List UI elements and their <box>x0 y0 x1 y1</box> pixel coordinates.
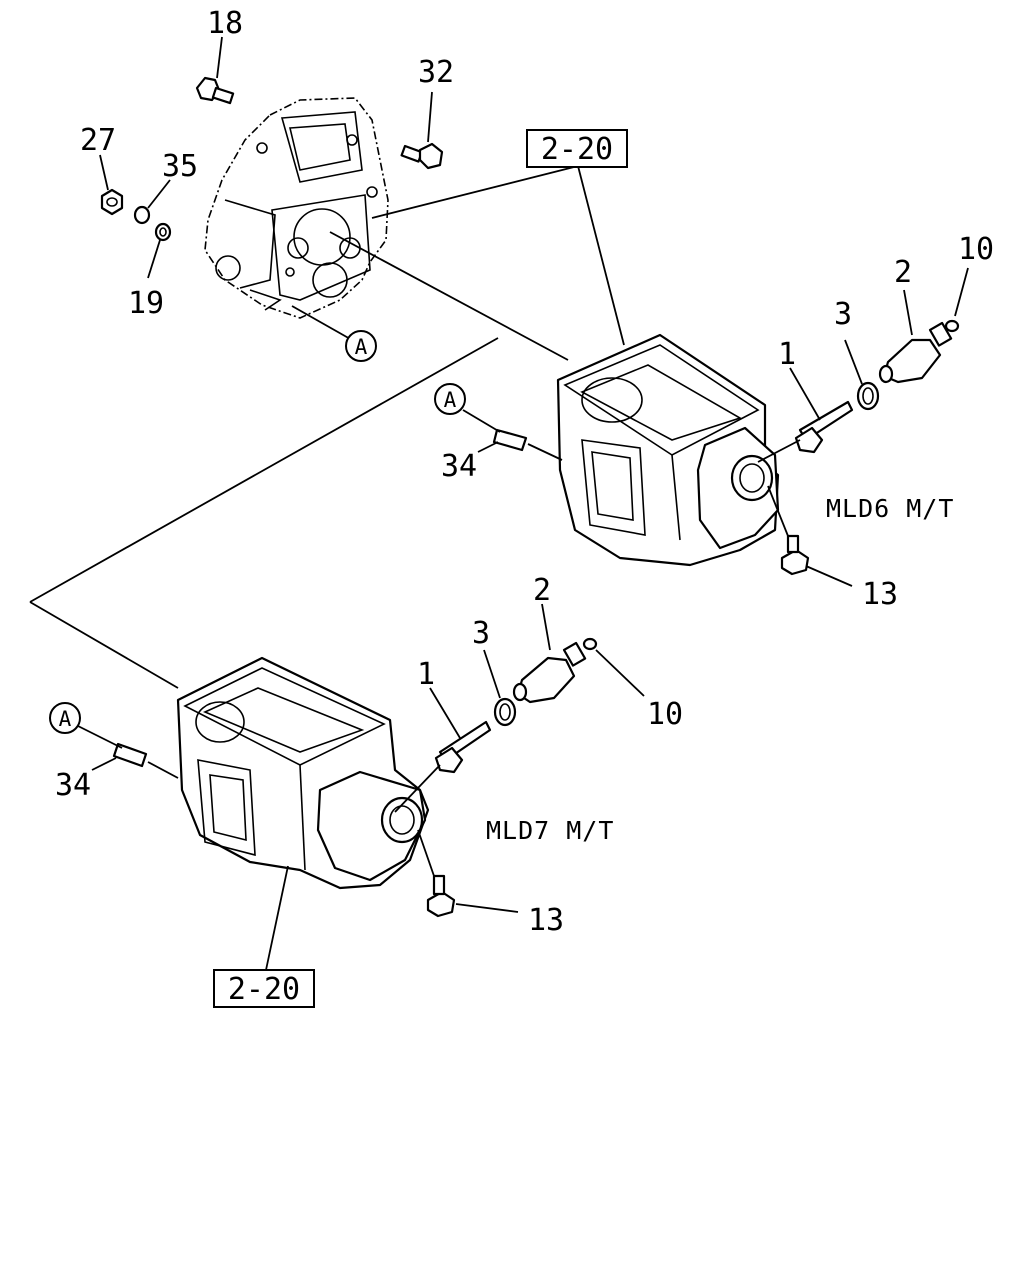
callout-numbers: 18 32 27 35 19 2 10 3 1 34 13 1 3 2 10 3… <box>55 6 994 938</box>
callout-32: 32 <box>418 55 454 90</box>
stud-34-top <box>492 428 528 452</box>
sleeve-2-bot <box>512 641 587 704</box>
callout-19: 19 <box>128 286 164 321</box>
callout-35: 35 <box>162 149 198 184</box>
leader-lines <box>29 36 969 971</box>
marker-a-bot: A <box>49 702 81 734</box>
marker-a-housing-label: A <box>355 335 368 359</box>
callout-1-top: 1 <box>778 337 796 372</box>
bolt-32 <box>400 142 444 170</box>
callout-2-top: 2 <box>894 255 912 290</box>
callout-3-bot: 3 <box>472 616 490 651</box>
callout-13-top: 13 <box>862 577 898 612</box>
plug-10-bot <box>582 637 598 651</box>
ref-box-bot: 2-20 <box>213 969 315 1008</box>
marker-a-housing: A <box>345 330 377 362</box>
stud-34-bot <box>112 742 148 768</box>
ref-box-top: 2-20 <box>526 129 628 168</box>
bolt-13-bot <box>426 874 456 918</box>
callout-27: 27 <box>80 123 116 158</box>
model-label-mld7: MLD7 M/T <box>486 816 614 845</box>
callout-18: 18 <box>207 6 243 41</box>
model-label-mld6: MLD6 M/T <box>826 494 954 523</box>
marker-a-bot-label: A <box>59 707 72 731</box>
clutch-housing <box>204 97 389 319</box>
callout-3-top: 3 <box>834 297 852 332</box>
marker-a-top-label: A <box>444 388 457 412</box>
ref-label-bot: 2-20 <box>228 972 300 1007</box>
callout-10-bot: 10 <box>647 697 683 732</box>
bolt-13-top <box>780 534 810 576</box>
sleeve-2-top <box>878 321 953 384</box>
driven-gear-1-bot <box>434 720 492 774</box>
callout-2-bot: 2 <box>533 573 551 608</box>
plug-10-top <box>944 319 960 333</box>
bolt-18 <box>195 76 235 105</box>
transmission-case-mld7 <box>176 656 430 890</box>
o-ring-3-top <box>856 381 880 411</box>
o-ring-3-bot <box>493 697 517 727</box>
washer-19 <box>154 222 172 242</box>
marker-a-top: A <box>434 383 466 415</box>
nut-27 <box>100 188 124 216</box>
callout-13-bot: 13 <box>528 903 564 938</box>
transmission-case-mld6 <box>556 333 780 567</box>
callout-34-bot: 34 <box>55 768 91 803</box>
callout-34-top: 34 <box>441 449 477 484</box>
ref-label-top: 2-20 <box>541 132 613 167</box>
callout-10-top: 10 <box>958 232 994 267</box>
driven-gear-1-top <box>794 400 854 454</box>
lock-washer-35 <box>133 205 151 225</box>
callout-1-bot: 1 <box>417 657 435 692</box>
